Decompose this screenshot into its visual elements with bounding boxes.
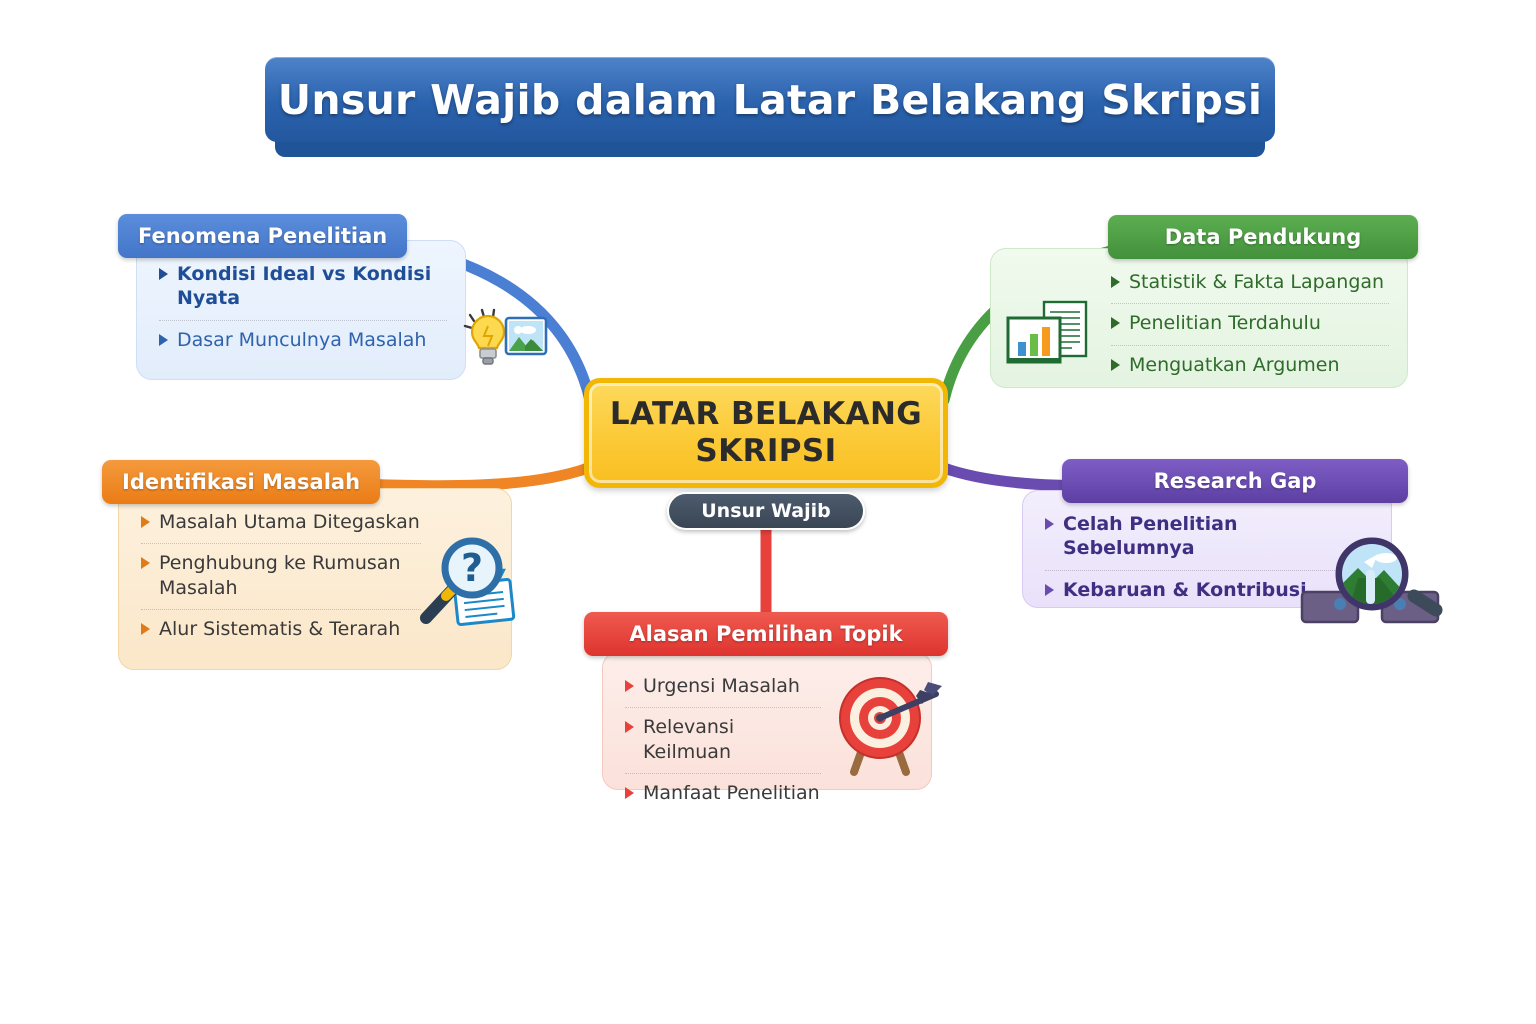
list-item[interactable]: Statistik & Fakta Lapangan	[1111, 263, 1389, 305]
bullet-icon	[1111, 276, 1120, 288]
bullet-icon	[1045, 583, 1054, 596]
items-alasan-pemilihan-topik: Urgensi Masalah Relevansi Keilmuan Manfa…	[603, 653, 931, 824]
list-item[interactable]: Kebaruan & Kontribusi	[1045, 571, 1361, 611]
list-item-label: Urgensi Masalah	[643, 675, 800, 697]
list-item-label: Penghubung ke Rumusan Masalah	[159, 552, 401, 599]
center-badge[interactable]: Unsur Wajib	[667, 492, 865, 530]
list-item-label: Relevansi Keilmuan	[643, 716, 735, 763]
lightbulb-image-icon	[463, 308, 548, 365]
list-item[interactable]: Urgensi Masalah	[625, 667, 821, 709]
bullet-icon	[625, 680, 634, 692]
list-item-label: Menguatkan Argumen	[1129, 353, 1340, 376]
list-item[interactable]: Penghubung ke Rumusan Masalah	[141, 544, 421, 610]
list-item-label: Alur Sistematis & Terarah	[159, 617, 401, 640]
list-item-label: Kebaruan & Kontribusi	[1063, 578, 1307, 601]
center-badge-label: Unsur Wajib	[701, 500, 831, 522]
bullet-icon	[141, 557, 150, 570]
list-item[interactable]: Alur Sistematis & Terarah	[141, 610, 421, 650]
bullet-icon	[625, 786, 634, 799]
header-research-gap[interactable]: Research Gap	[1062, 459, 1408, 503]
bullet-icon	[159, 268, 168, 280]
card-data-pendukung: Statistik & Fakta Lapangan Penelitian Te…	[990, 248, 1408, 388]
list-item[interactable]: Penelitian Terdahulu	[1111, 304, 1389, 346]
center-node[interactable]: LATAR BELAKANG SKRIPSI	[584, 378, 948, 488]
items-research-gap: Celah Penelitian Sebelumnya Kebaruan & K…	[1023, 491, 1391, 621]
header-alasan-pemilihan-topik[interactable]: Alasan Pemilihan Topik	[584, 612, 948, 656]
items-fenomena: Kondisi Ideal vs Kondisi Nyata Dasar Mun…	[137, 241, 465, 371]
header-label: Identifikasi Masalah	[122, 470, 361, 494]
bullet-icon	[1111, 358, 1120, 371]
center-node-line2: SKRIPSI	[695, 433, 837, 469]
list-item-label: Kondisi Ideal vs Kondisi Nyata	[177, 263, 432, 310]
list-item[interactable]: Celah Penelitian Sebelumnya	[1045, 505, 1361, 571]
card-alasan-pemilihan-topik: Urgensi Masalah Relevansi Keilmuan Manfa…	[602, 652, 932, 804]
list-item-label: Masalah Utama Ditegaskan	[159, 511, 420, 533]
card-fenomena: Kondisi Ideal vs Kondisi Nyata Dasar Mun…	[136, 240, 466, 380]
list-item-label: Penelitian Terdahulu	[1129, 312, 1321, 335]
header-label: Alasan Pemilihan Topik	[629, 622, 903, 646]
header-label: Data Pendukung	[1164, 225, 1362, 249]
list-item-label: Dasar Munculnya Masalah	[177, 328, 427, 351]
center-node-line1: LATAR BELAKANG	[609, 396, 923, 433]
header-label: Fenomena Penelitian	[138, 224, 388, 248]
list-item[interactable]: Masalah Utama Ditegaskan	[141, 503, 421, 545]
card-research-gap: Celah Penelitian Sebelumnya Kebaruan & K…	[1022, 490, 1392, 608]
list-item[interactable]: Relevansi Keilmuan	[625, 708, 821, 774]
list-item-label: Statistik & Fakta Lapangan	[1129, 271, 1385, 293]
list-item-label: Celah Penelitian Sebelumnya	[1063, 513, 1238, 560]
title-banner: Unsur Wajib dalam Latar Belakang Skripsi	[265, 57, 1275, 157]
items-data-pendukung: Statistik & Fakta Lapangan Penelitian Te…	[991, 249, 1407, 396]
list-item[interactable]: Dasar Munculnya Masalah	[159, 321, 447, 361]
bullet-icon	[1111, 317, 1120, 330]
list-item-label: Manfaat Penelitian	[643, 781, 820, 804]
title-banner-body: Unsur Wajib dalam Latar Belakang Skripsi	[265, 57, 1275, 142]
center-node-title: LATAR BELAKANG SKRIPSI	[610, 396, 922, 469]
bullet-icon	[141, 622, 150, 635]
bullet-icon	[141, 516, 150, 528]
page-title: Unsur Wajib dalam Latar Belakang Skripsi	[277, 75, 1263, 124]
list-item[interactable]: Kondisi Ideal vs Kondisi Nyata	[159, 255, 447, 321]
list-item[interactable]: Manfaat Penelitian	[625, 774, 821, 814]
bullet-icon	[625, 721, 634, 734]
list-item[interactable]: Menguatkan Argumen	[1111, 346, 1389, 386]
header-data-pendukung[interactable]: Data Pendukung	[1108, 215, 1418, 259]
items-identifikasi-masalah: Masalah Utama Ditegaskan Penghubung ke R…	[119, 489, 511, 660]
card-identifikasi-masalah: Masalah Utama Ditegaskan Penghubung ke R…	[118, 488, 512, 670]
header-fenomena[interactable]: Fenomena Penelitian	[118, 214, 408, 258]
bullet-icon	[159, 333, 168, 346]
bullet-icon	[1045, 518, 1054, 530]
header-label: Research Gap	[1153, 469, 1317, 493]
header-identifikasi-masalah[interactable]: Identifikasi Masalah	[102, 460, 381, 504]
